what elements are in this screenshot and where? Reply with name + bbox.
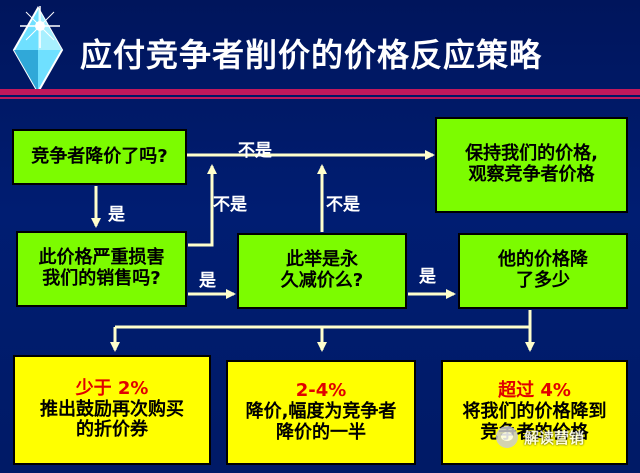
title-rule-thick <box>0 89 640 95</box>
label-no-q2: 不是 <box>213 195 247 215</box>
label-yes-q3-q4: 是 <box>419 267 436 287</box>
title-rule-thin <box>0 97 640 99</box>
question-cut-amount: 他的价格降 了多少 <box>458 233 628 309</box>
wechat-icon <box>496 426 518 448</box>
label-no-q3: 不是 <box>326 195 360 215</box>
result-under-2-percent: 少于 2% 推出鼓励再次购买 的折价券 <box>13 355 211 465</box>
label-yes-q2-q3: 是 <box>199 271 216 291</box>
question-permanent-cut: 此举是永 久减价么? <box>237 233 407 309</box>
result-over-4-percent: 超过 4% 将我们的价格降到 竞争者的价格 <box>441 360 628 465</box>
arrow-q2-no-up <box>188 164 217 247</box>
result-2-to-4-percent: 2-4% 降价,幅度为竞争者 降价的一半 <box>226 360 416 465</box>
question-competitor-price-cut: 竞争者降价了吗? <box>12 129 187 185</box>
slide-title: 应付竞争者削价的价格反应策略 <box>80 36 543 74</box>
action-keep-price: 保持我们的价格, 观察竞争者价格 <box>435 117 628 213</box>
watermark-text: 解读营销 <box>524 428 585 447</box>
label-yes-down: 是 <box>108 205 125 225</box>
watermark: 解读营销 <box>496 422 636 452</box>
question-sales-harm: 此价格严重损害 我们的销售吗? <box>16 231 187 307</box>
label-no-top: 不是 <box>238 141 272 161</box>
